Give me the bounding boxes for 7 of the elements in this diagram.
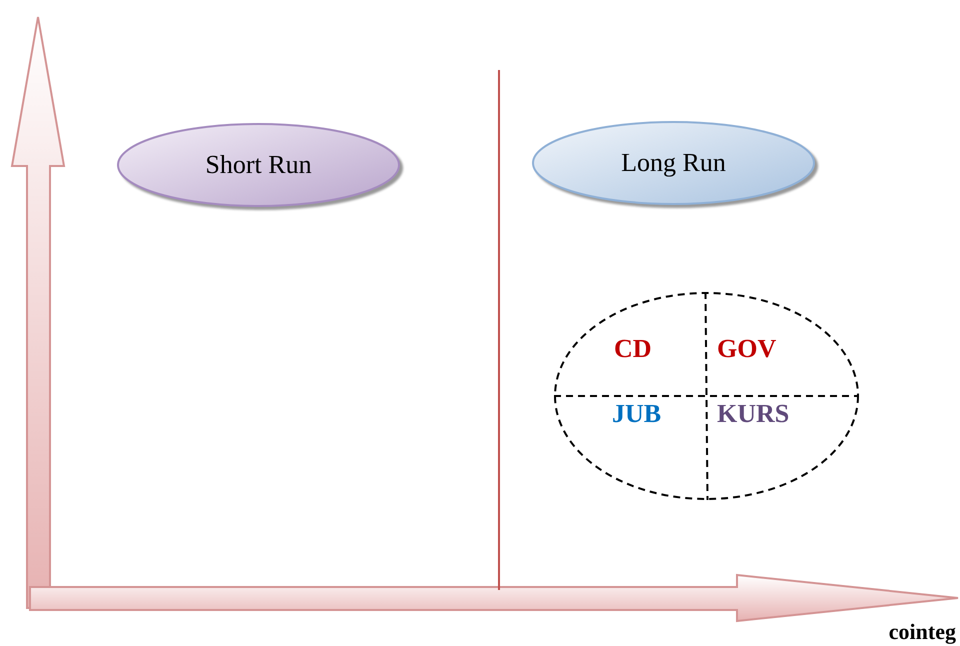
variable-label: CD: [614, 334, 652, 364]
variable-label: KURS: [717, 399, 790, 429]
variable-label: GOV: [717, 334, 776, 364]
node-label: Short Run: [205, 150, 312, 180]
node-label: Long Run: [621, 148, 726, 178]
axis-label: cointeg: [888, 619, 956, 645]
variable-label: JUB: [612, 399, 662, 429]
